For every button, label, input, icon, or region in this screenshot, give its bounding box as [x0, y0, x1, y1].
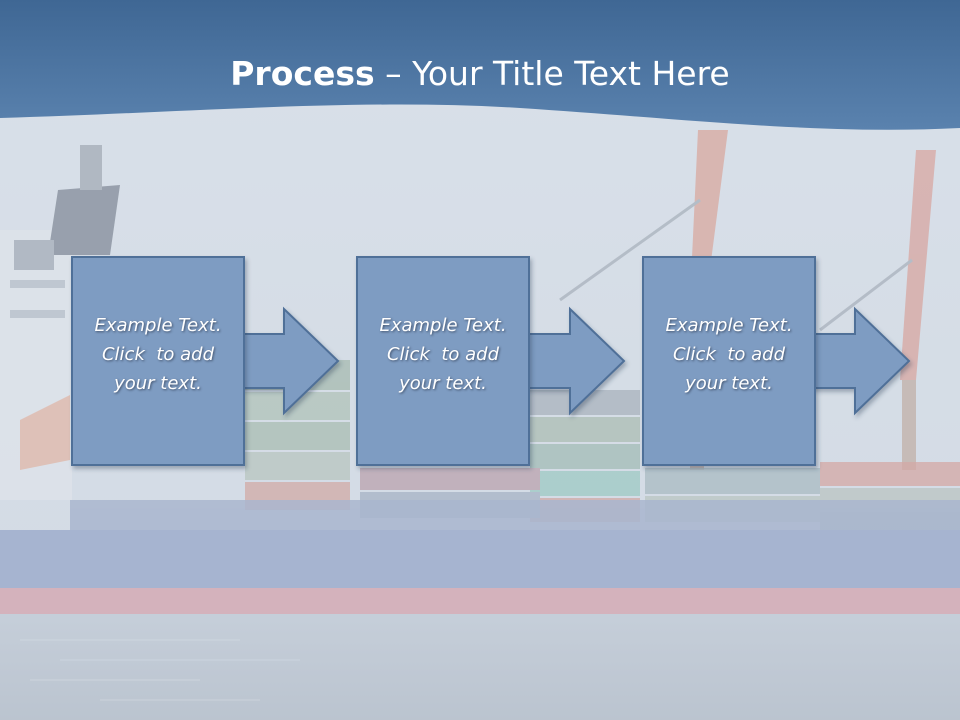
process-box-1	[71, 256, 245, 466]
step-line: Example Text.	[94, 315, 222, 336]
step-line: Example Text.	[379, 315, 507, 336]
step-line: your text.	[399, 373, 487, 394]
ship-bridge	[0, 145, 120, 500]
step-line: Example Text.	[665, 315, 793, 336]
slide-title[interactable]: Process – Your Title Text Here	[0, 52, 960, 96]
crane-right	[819, 150, 936, 470]
process-arrow-3	[808, 306, 911, 416]
step-line: Click to add	[101, 344, 214, 365]
process-box-2	[356, 256, 530, 466]
title-bold: Process	[230, 54, 375, 93]
step-line: Click to add	[386, 344, 499, 365]
ship-hull	[0, 500, 960, 614]
title-rest: – Your Title Text Here	[374, 54, 730, 93]
step-line: Click to add	[672, 344, 785, 365]
process-step-3-text[interactable]: Example Text. Click to add your text.	[643, 311, 815, 398]
step-line: your text.	[114, 373, 202, 394]
step-line: your text.	[685, 373, 773, 394]
process-box-3	[642, 256, 816, 466]
header-band	[0, 0, 960, 130]
process-arrow-1	[237, 306, 340, 416]
process-step-2-text[interactable]: Example Text. Click to add your text.	[357, 311, 529, 398]
process-step-1-text[interactable]: Example Text. Click to add your text.	[72, 311, 244, 398]
process-arrow-2	[523, 306, 626, 416]
